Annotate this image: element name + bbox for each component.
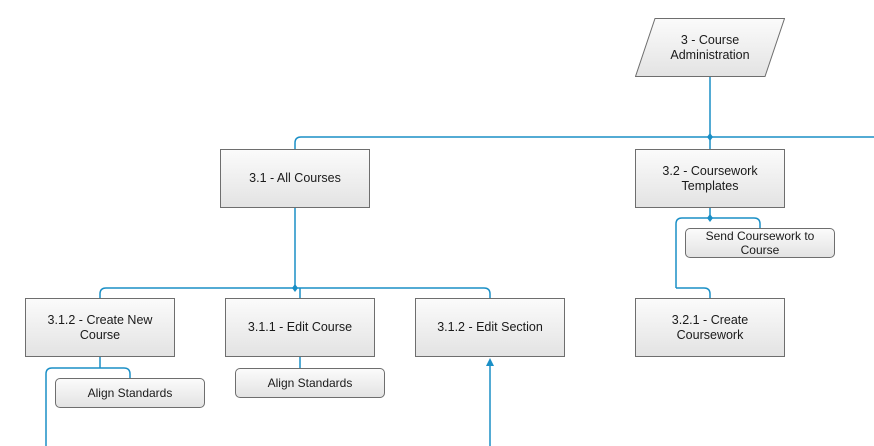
- edit-section-label: 3.1.2 - Edit Section: [437, 320, 543, 334]
- create-new-course-label: 3.1.2 - Create New Course: [47, 312, 153, 342]
- connector-main-bus: [294, 136, 874, 147]
- connector-create-course-down: [45, 367, 131, 446]
- edit-course-label: 3.1.1 - Edit Course: [247, 320, 353, 334]
- junction-marker: [707, 214, 713, 222]
- send-coursework-label: Send Coursework to Course: [705, 229, 815, 257]
- create-coursework-label: 3.2.1 - Create Coursework: [671, 312, 749, 342]
- edit-course-node[interactable]: 3.1.1 - Edit Course: [225, 298, 375, 357]
- send-coursework-node[interactable]: Send Coursework to Course: [685, 228, 835, 258]
- align-standards-node[interactable]: Align Standards: [55, 378, 205, 408]
- parallelogram-shape: [635, 18, 785, 77]
- align-standards-label: Align Standards: [87, 386, 173, 400]
- create-coursework-node[interactable]: 3.2.1 - Create Coursework: [635, 298, 785, 357]
- coursework-templates-node[interactable]: 3.2 - Coursework Templates: [635, 149, 785, 208]
- connector-to-create-coursework: [676, 287, 711, 298]
- connector-templates-branch: [675, 217, 761, 288]
- align-standards-label: Align Standards: [267, 376, 353, 390]
- junction-marker: [292, 284, 298, 292]
- create-new-course-node[interactable]: 3.1.2 - Create New Course: [25, 298, 175, 357]
- edit-section-node[interactable]: 3.1.2 - Edit Section: [415, 298, 565, 357]
- all-courses-label: 3.1 - All Courses: [249, 171, 341, 185]
- junction-marker: [707, 133, 713, 141]
- align-standards-node[interactable]: Align Standards: [235, 368, 385, 398]
- root-node[interactable]: 3 - Course Administration: [635, 18, 785, 77]
- root-node-label: 3 - Course Administration: [670, 32, 750, 62]
- arrowhead-marker: [486, 358, 494, 366]
- all-courses-node[interactable]: 3.1 - All Courses: [220, 149, 370, 208]
- coursework-templates-label: 3.2 - Coursework Templates: [662, 163, 758, 193]
